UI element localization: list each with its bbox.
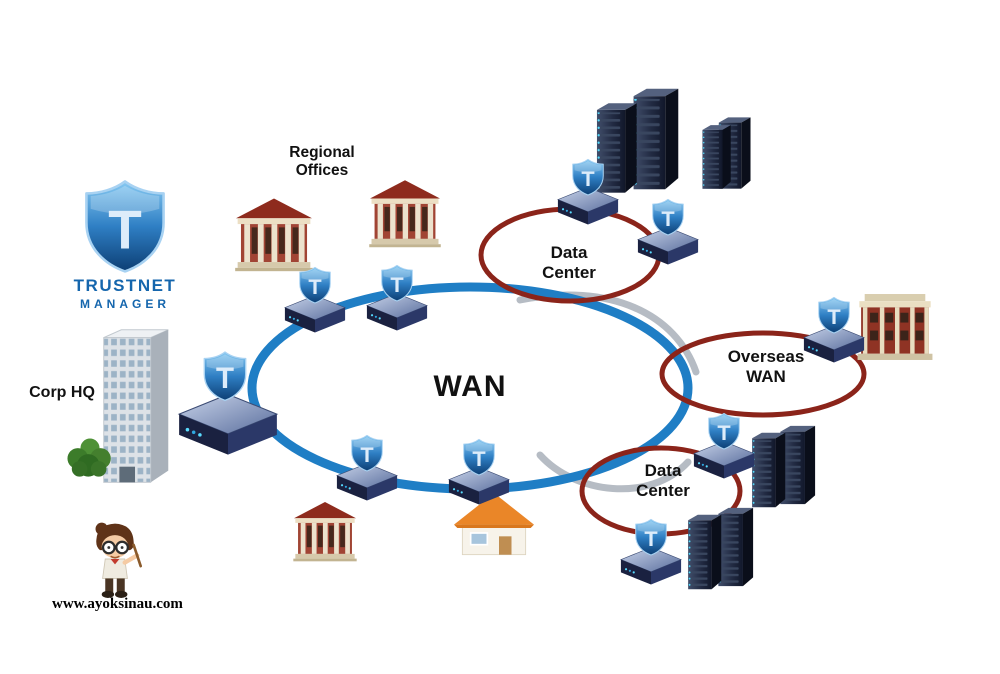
server-group-top-right xyxy=(696,116,756,192)
datacenter-top-router-1 xyxy=(556,158,620,228)
server-tower-icon xyxy=(684,508,724,596)
trustnet-shield-icon xyxy=(80,178,170,274)
watermark: www.ayoksinau.com xyxy=(52,596,183,612)
label-data-center-top: Data Center xyxy=(542,243,596,283)
label-corp-hq: Corp HQ xyxy=(29,384,95,401)
security-shield-icon xyxy=(380,264,414,302)
edge-router-home xyxy=(447,438,511,508)
regional-office-building-icon xyxy=(232,196,316,272)
overseas-office-building-icon xyxy=(854,290,936,364)
server-group-datacenter-bottom-right xyxy=(748,416,818,516)
security-shield-icon xyxy=(707,412,741,450)
label-wan: WAN xyxy=(433,370,507,403)
trustnet-logo-text: TRUSTNET MANAGER xyxy=(64,276,186,311)
security-shield-icon xyxy=(350,434,384,472)
mascot-icon xyxy=(84,518,146,600)
server-group-datacenter-bottom xyxy=(684,498,756,598)
datacenter-bottom-router-2 xyxy=(619,518,683,588)
regional-office-building-icon xyxy=(364,178,446,248)
wan-overseas-link xyxy=(516,291,700,376)
security-shield-icon xyxy=(651,198,685,236)
security-shield-icon xyxy=(298,266,332,304)
branch-office-building-icon xyxy=(288,500,362,562)
label-data-center-bottom: Data Center xyxy=(636,461,690,501)
security-shield-icon xyxy=(202,350,248,402)
server-tower-icon xyxy=(696,124,736,190)
datacenter-top-router-2 xyxy=(636,198,700,268)
logo-subtitle: MANAGER xyxy=(80,297,170,311)
security-shield-icon xyxy=(634,518,668,556)
edge-router-regional-1 xyxy=(283,266,347,336)
security-shield-icon xyxy=(462,438,496,476)
label-overseas-wan: Overseas WAN xyxy=(727,347,805,387)
edge-router-branch xyxy=(335,434,399,504)
bush-icon xyxy=(64,430,116,480)
edge-router-regional-2 xyxy=(365,264,429,334)
logo-title: TRUSTNET xyxy=(73,276,177,295)
corp-hq-router xyxy=(176,350,280,458)
label-regional-offices: Regional Offices xyxy=(289,144,355,180)
security-shield-icon xyxy=(571,158,605,196)
security-shield-icon xyxy=(817,296,851,334)
